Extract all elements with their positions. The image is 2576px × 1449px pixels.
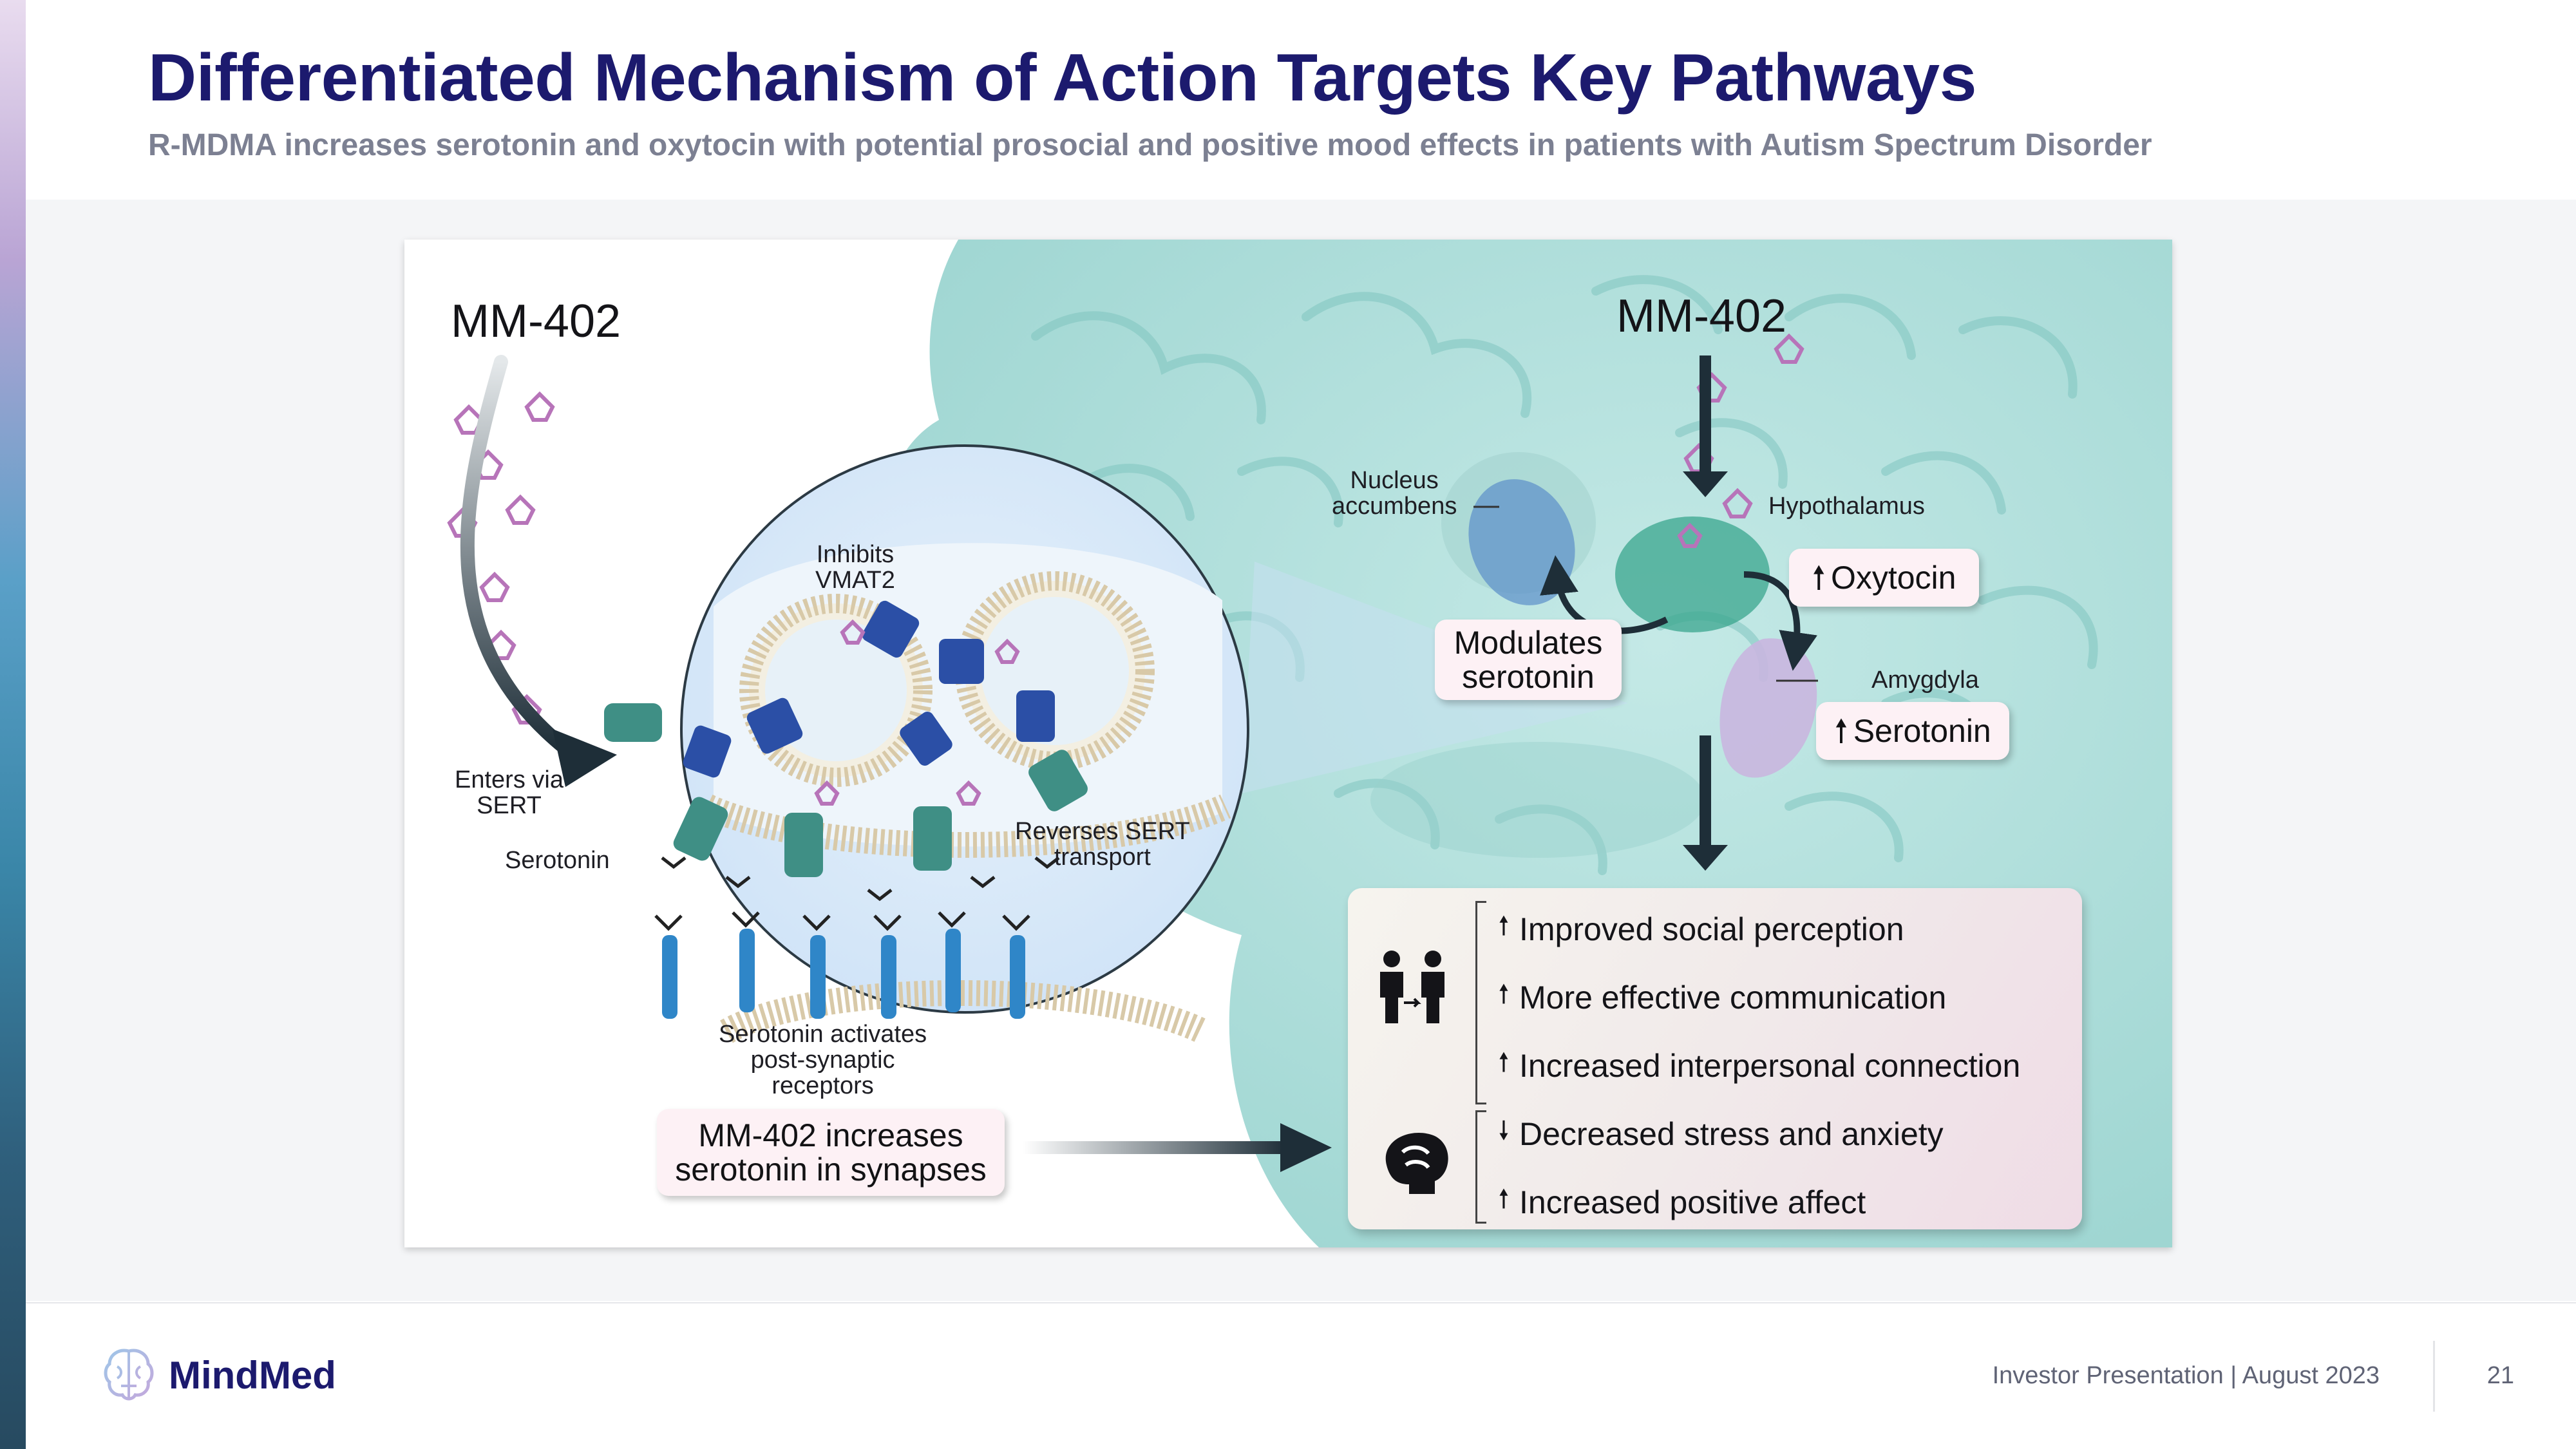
- mindmed-logo: MindMed: [103, 1347, 336, 1403]
- effect-social-perception: 🠕 Improved social perception: [1488, 907, 1904, 951]
- modulates-serotonin-pill: Modulates serotonin: [1435, 620, 1622, 700]
- synapse-summary-pill: MM-402 increases serotonin in synapses: [657, 1109, 1005, 1196]
- serotonin-pill-text: Serotonin: [1853, 712, 1991, 749]
- nucleus-accumbens-label: Nucleus accumbens: [1332, 467, 1457, 520]
- effect-text: More effective communication: [1519, 980, 1947, 1016]
- amygdala-label: Amygdyla: [1871, 667, 1979, 694]
- oxytocin-pill: 🠕 Oxytocin: [1789, 549, 1979, 607]
- page-title: Differentiated Mechanism of Action Targe…: [148, 41, 1976, 115]
- effect-text: Increased interpersonal connection: [1519, 1048, 2021, 1084]
- social-effects-bracket: [1475, 901, 1486, 1104]
- effect-communication: 🠕 More effective communication: [1488, 976, 1946, 1019]
- oxytocin-text: Oxytocin: [1830, 559, 1956, 596]
- modulates-serotonin-text: Modulates serotonin: [1454, 625, 1603, 695]
- enters-via-sert-label: Enters via SERT: [455, 766, 564, 819]
- effect-interpersonal-connection: 🠕 Increased interpersonal connection: [1488, 1044, 2020, 1088]
- page-number: 21: [2486, 1362, 2514, 1389]
- up-arrow-icon: 🠕: [1498, 980, 1510, 1009]
- up-arrow-icon: 🠕: [1834, 712, 1848, 749]
- up-arrow-icon: 🠕: [1498, 1185, 1510, 1213]
- synapse-summary-text: MM-402 increases serotonin in synapses: [675, 1117, 987, 1188]
- serotonin-pill: 🠕 Serotonin: [1816, 702, 2009, 760]
- reverses-sert-label: Reverses SERT transport: [1015, 818, 1190, 871]
- page-subtitle: R-MDMA increases serotonin and oxytocin …: [148, 128, 2152, 162]
- people-interaction-icon: [1370, 946, 1454, 1030]
- presentation-label: Investor Presentation | August 2023: [1992, 1362, 2380, 1389]
- right-drug-label: MM-402: [1616, 290, 1787, 342]
- effect-text: Increased positive affect: [1519, 1184, 1866, 1220]
- clinical-effects-box: 🠕 Improved social perception 🠕 More effe…: [1348, 888, 2082, 1229]
- effect-text: Improved social perception: [1519, 911, 1904, 947]
- up-arrow-icon: 🠕: [1498, 912, 1510, 940]
- serotonin-activates-label: Serotonin activates post-synaptic recept…: [719, 1021, 927, 1099]
- left-drug-label: MM-402: [451, 296, 621, 347]
- brain-head-icon: [1374, 1126, 1454, 1197]
- synapse-diagram: [447, 333, 1804, 1043]
- footer-divider: [26, 1302, 2576, 1303]
- hypothalamus-label: Hypothalamus: [1768, 493, 1925, 520]
- brand-name: MindMed: [169, 1353, 336, 1397]
- effect-positive-affect: 🠕 Increased positive affect: [1488, 1180, 1866, 1224]
- mood-effects-bracket: [1475, 1110, 1486, 1224]
- left-accent-bar: [0, 0, 26, 1449]
- effect-stress-anxiety: 🠗 Decreased stress and anxiety: [1488, 1112, 1944, 1156]
- inhibits-vmat2-label: Inhibits VMAT2: [815, 541, 895, 594]
- footer-vertical-divider: [2433, 1341, 2435, 1412]
- down-arrow-icon: 🠗: [1498, 1117, 1510, 1145]
- effect-text: Decreased stress and anxiety: [1519, 1116, 1944, 1152]
- up-arrow-icon: 🠕: [1812, 559, 1826, 596]
- mechanism-figure: MM-402 Enters via SERT Serotonin Inhibit…: [404, 240, 2172, 1247]
- brain-logo-icon: [104, 1349, 154, 1401]
- up-arrow-icon: 🠕: [1498, 1048, 1510, 1077]
- serotonin-label: Serotonin: [505, 847, 610, 874]
